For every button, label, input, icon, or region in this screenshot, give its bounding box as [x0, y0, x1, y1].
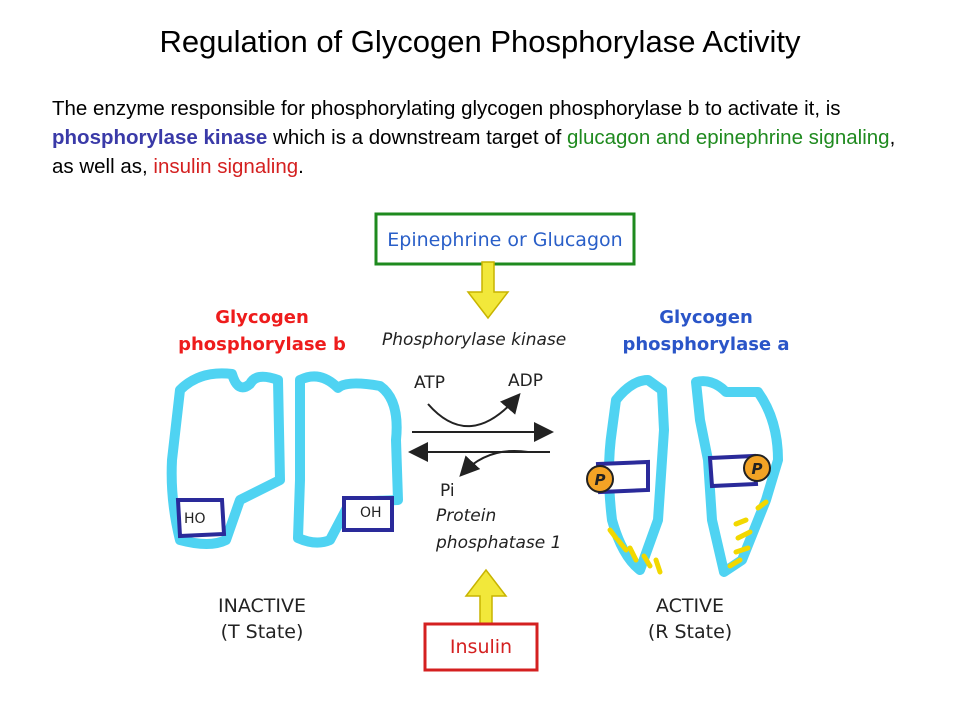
top-signal-label: Epinephrine or Glucagon	[387, 229, 622, 251]
intro-kinase: phosphorylase kinase	[52, 126, 268, 149]
intro-glucagon: glucagon and epinephrine signaling	[567, 126, 890, 149]
right-title-1: Glycogen	[659, 307, 753, 328]
phosphate-label-right: P	[752, 460, 763, 478]
atp-label: ATP	[414, 373, 445, 393]
inactive-enzyme: HO OH	[166, 368, 403, 549]
yellow-up-arrow-icon	[464, 568, 508, 625]
intro-text-3: , as well as,	[52, 126, 896, 178]
pi-label: Pi	[440, 481, 455, 501]
phosphate-label-left: P	[595, 471, 606, 489]
phosphate-icon-right	[743, 454, 771, 482]
pi-curve	[459, 450, 529, 477]
phosphatase-label-2: phosphatase 1	[435, 533, 561, 553]
adp-label: ADP	[508, 371, 543, 391]
atp-adp-curve	[427, 392, 521, 427]
intro-text-4: .	[298, 155, 304, 178]
phosphatase-label-1: Protein	[436, 506, 496, 526]
oh-label: OH	[360, 505, 382, 521]
yellow-motion-marks-right	[727, 499, 769, 569]
inactive-label: INACTIVE	[218, 595, 306, 617]
intro-text-1: The enzyme responsible for phosphorylati…	[52, 97, 841, 120]
active-enzyme: P P	[586, 375, 783, 577]
intro-insulin: insulin signaling	[153, 155, 299, 178]
intro-paragraph: The enzyme responsible for phosphorylati…	[52, 94, 912, 181]
left-domain-a	[175, 498, 227, 539]
ho-label: HO	[184, 511, 206, 527]
left-domain-b	[342, 496, 394, 532]
intro-text-2: which is a downstream target of	[267, 126, 568, 149]
left-title-2: phosphorylase b	[178, 334, 346, 355]
left-title-1: Glycogen	[215, 307, 309, 328]
slide-title: Regulation of Glycogen Phosphorylase Act…	[159, 24, 801, 59]
active-label: ACTIVE	[656, 595, 724, 617]
phosphate-icon-left	[586, 465, 614, 493]
bottom-signal-label: Insulin	[450, 636, 512, 658]
bottom-signal-box	[423, 622, 539, 672]
right-title-2: phosphorylase a	[622, 334, 789, 355]
yellow-motion-marks-left	[607, 527, 663, 575]
inactive-sublabel: (T State)	[221, 621, 304, 643]
yellow-down-arrow-icon	[466, 261, 510, 320]
kinase-label: Phosphorylase kinase	[382, 330, 566, 350]
top-signal-box	[374, 212, 636, 266]
active-sublabel: (R State)	[648, 621, 732, 643]
